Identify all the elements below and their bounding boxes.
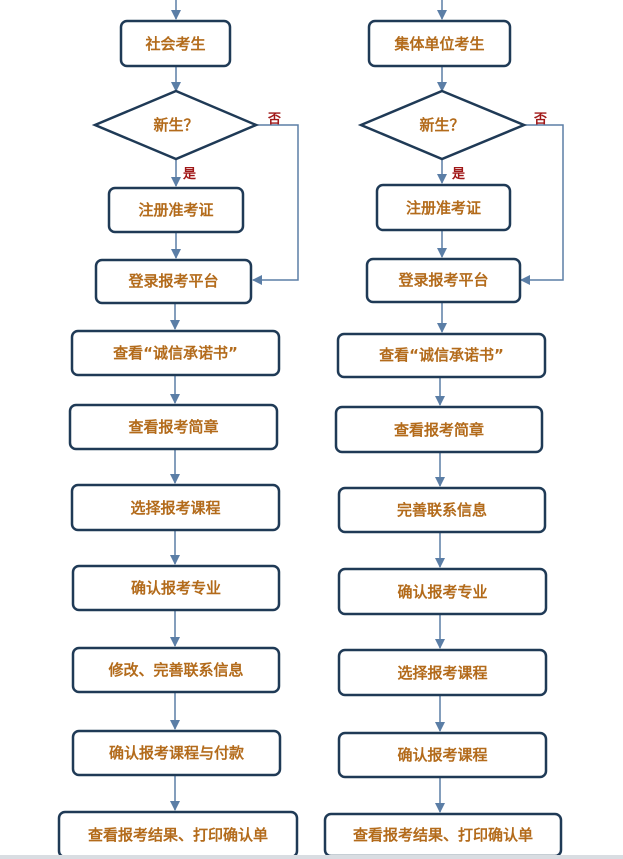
no-branch-arrow (520, 124, 564, 285)
yes-label: 是 (451, 167, 466, 182)
decision-label: 新生？ (153, 116, 198, 134)
no-label: 否 (533, 112, 547, 127)
start-label: 社会考生 (144, 35, 205, 53)
step-label: 注册准考证 (406, 199, 481, 217)
step-label: 查看“诚信承诺书” (379, 346, 504, 364)
yes-label: 是 (182, 167, 197, 182)
step-box (337, 731, 548, 779)
step-label: 查看报考结果、打印确认单 (353, 826, 533, 844)
step-box (365, 257, 522, 304)
step-box (68, 403, 279, 451)
left-connectors (170, 0, 299, 811)
left-column: 社会考生 新生？ 否 是 注册准考证 登录报考平台 查看“诚信承诺书” 查看报考… (57, 19, 299, 859)
step-box (71, 646, 281, 694)
step-box (94, 258, 253, 305)
step-box (70, 483, 281, 532)
step-label: 确认报考课程与付款 (109, 744, 245, 762)
right-column: 集体单位考生 新生？ 否 是 注册准考证 登录报考平台 查看“诚信承诺书” 查看… (323, 19, 563, 858)
step-box (334, 405, 544, 454)
step-box (70, 329, 281, 377)
step-label: 查看报考简章 (128, 418, 218, 436)
start-box (367, 19, 512, 68)
step-label: 完善联系信息 (397, 501, 487, 519)
step-box (337, 648, 548, 697)
step-label: 查看“诚信承诺书” (113, 344, 238, 362)
no-branch-arrow (252, 124, 299, 285)
step-label: 注册准考证 (138, 201, 213, 219)
step-box (71, 729, 282, 777)
step-label: 选择报考课程 (397, 664, 487, 682)
right-connectors (435, 0, 564, 813)
step-label: 确认报考专业 (131, 579, 221, 597)
decision-diamond (357, 89, 528, 161)
step-label: 确认报考专业 (397, 583, 487, 601)
step-box (336, 332, 547, 379)
step-label: 确认报考课程 (397, 746, 487, 764)
step-box (337, 567, 548, 616)
step-box (107, 186, 245, 234)
no-label: 否 (267, 112, 281, 127)
step-label: 查看报考简章 (394, 421, 484, 439)
step-label: 登录报考平台 (127, 272, 218, 290)
start-label: 集体单位考生 (393, 35, 484, 53)
step-box (71, 564, 281, 612)
step-label: 查看报考结果、打印确认单 (88, 826, 268, 844)
start-box (119, 19, 232, 68)
step-box (375, 183, 512, 232)
step-label: 选择报考课程 (130, 499, 220, 517)
step-label: 登录报考平台 (397, 271, 488, 289)
decision-label: 新生？ (419, 116, 464, 134)
step-box (337, 486, 547, 534)
bottom-divider (0, 855, 623, 859)
step-label: 修改、完善联系信息 (107, 661, 243, 679)
decision-diamond (91, 89, 260, 161)
